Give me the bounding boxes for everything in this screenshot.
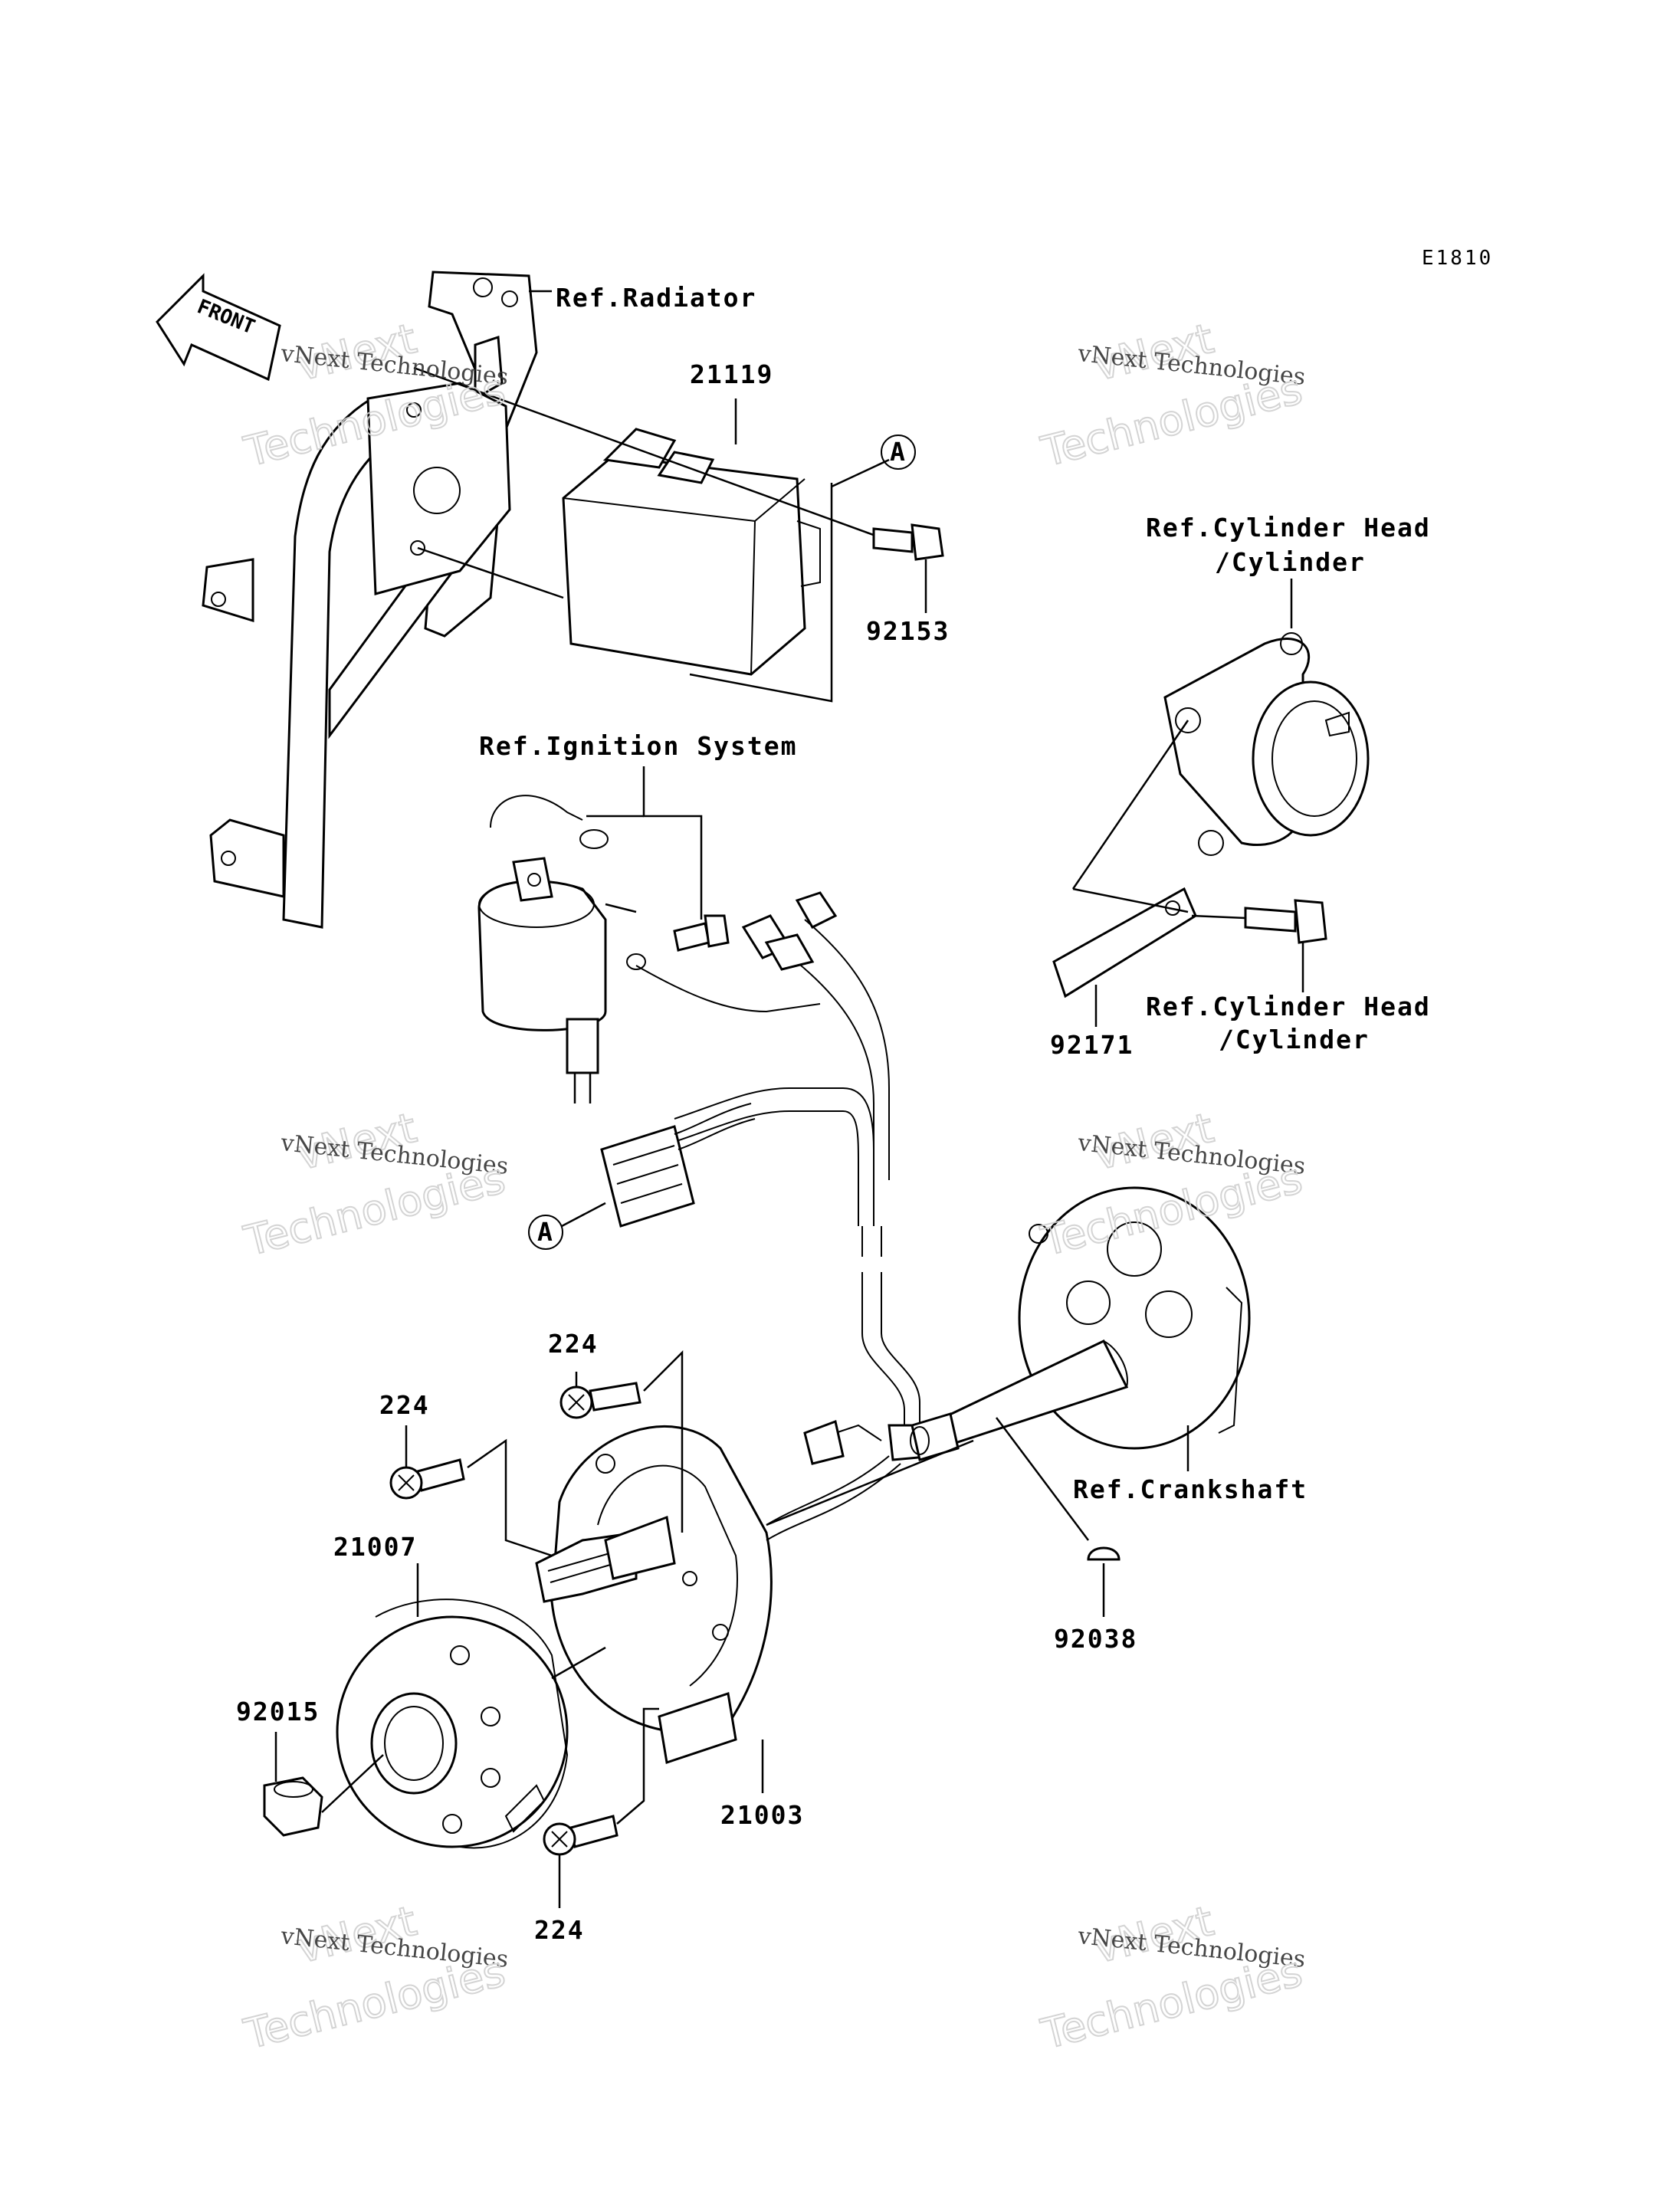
svg-text:A: A — [537, 1217, 554, 1247]
leader-ignition — [642, 766, 703, 920]
ref-crankshaft-label: Ref.Crankshaft — [1073, 1474, 1308, 1504]
bolt-cylinder-head — [1191, 899, 1327, 992]
watermark-2: vNext vNext Technologies Technologies — [1035, 313, 1308, 477]
part-224-left-label: 224 — [379, 1390, 430, 1420]
callout-a-top: A — [881, 434, 916, 470]
ignition-coil — [477, 795, 637, 1103]
wiring-harness — [635, 891, 937, 1465]
flywheel-21007 — [321, 1563, 606, 1849]
frame-bracket — [202, 271, 538, 929]
cylinder-head-intake — [1163, 632, 1370, 856]
part-21007-label: 21007 — [333, 1532, 417, 1562]
part-224-top-label: 224 — [548, 1329, 599, 1359]
part-92153-label: 92153 — [866, 616, 950, 646]
bolt-92153 — [872, 523, 944, 613]
svg-text:Technologies: Technologies — [239, 1154, 510, 1265]
leader-a-top — [831, 458, 890, 488]
screw-224-bottom — [543, 1707, 659, 1908]
leader-a-bottom — [561, 1202, 606, 1228]
ref-cylinder-head-bottom-label-1: Ref.Cylinder Head — [1146, 992, 1431, 1021]
leader-bolt-line — [413, 366, 878, 538]
svg-text:Technologies: Technologies — [1036, 1947, 1307, 2058]
stator-21003 — [535, 1425, 901, 1764]
crankshaft — [910, 1186, 1251, 1541]
leader-bracket-right — [689, 483, 833, 703]
front-arrow-icon: FRONT — [156, 273, 281, 382]
nut-92015 — [263, 1732, 323, 1837]
part-21003-label: 21003 — [720, 1800, 804, 1830]
ref-ignition-system-label: Ref.Ignition System — [479, 731, 798, 761]
part-92171-label: 92171 — [1050, 1030, 1134, 1060]
ref-cylinder-head-top-label-2: /Cylinder — [1215, 547, 1366, 577]
part-21119-label: 21119 — [690, 359, 773, 389]
svg-text:Technologies: Technologies — [1036, 365, 1307, 476]
callout-a-bottom: A — [528, 1215, 563, 1250]
svg-text:A: A — [890, 437, 907, 467]
part-92038-label: 92038 — [1054, 1624, 1137, 1654]
part-224-bottom-label: 224 — [534, 1915, 585, 1945]
watermark-6: vNext vNext Technologies Technologies — [1035, 1896, 1308, 2059]
svg-text:Technologies: Technologies — [239, 1947, 510, 2058]
connector-block — [600, 1103, 756, 1228]
timing-plate-92171 — [1052, 720, 1197, 998]
cdi-unit — [562, 428, 821, 676]
screw-224-left — [389, 1425, 553, 1557]
screw-224-top — [559, 1349, 684, 1533]
leader-plate-line — [417, 546, 564, 599]
leader-stator-shaft — [766, 1439, 974, 1526]
ref-cylinder-head-top-label-1: Ref.Cylinder Head — [1146, 513, 1431, 543]
watermark-5: vNext vNext Technologies Technologies — [238, 1896, 510, 2059]
woodruff-key-92038 — [1087, 1546, 1121, 1617]
ref-cylinder-head-bottom-label-2: /Cylinder — [1219, 1025, 1370, 1054]
watermark-3: vNext vNext Technologies Technologies — [238, 1103, 510, 1266]
part-92015-label: 92015 — [236, 1697, 320, 1726]
ref-radiator-label: Ref.Radiator — [556, 283, 756, 313]
diagram-code: E1810 — [1422, 247, 1493, 270]
harness-bolt — [626, 914, 730, 970]
